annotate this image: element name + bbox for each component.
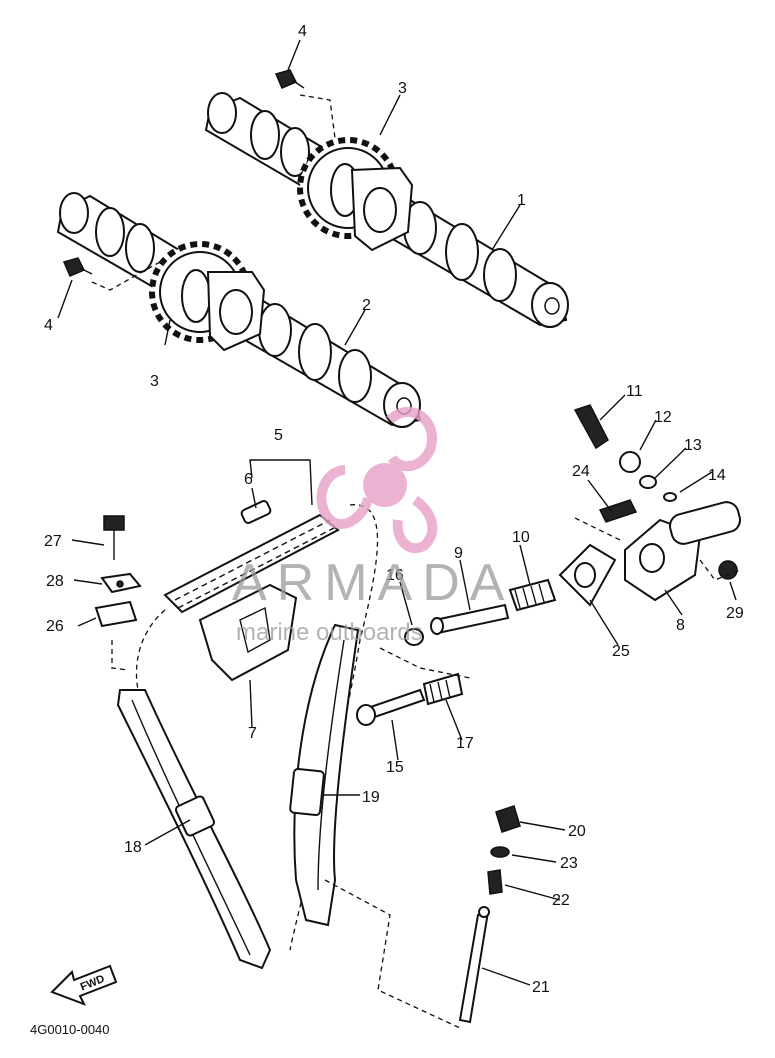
timing-chain [163,500,340,614]
callout-15: 15 [386,759,404,776]
cam-sprocket-upper [297,137,414,252]
cam-sprocket-lower [149,241,266,352]
callout-4-upper: 4 [298,23,307,40]
callout-27: 27 [44,533,62,550]
sprocket-bolt-lower [62,257,161,291]
callout-5: 5 [274,427,283,444]
watermark-tagline: marine outboards [236,619,423,646]
callout-9: 9 [454,545,463,562]
callout-11: 11 [626,383,643,400]
small-washers [404,404,738,646]
sprocket-bolt-upper [274,69,336,139]
propeller-logo-icon [316,407,438,554]
callout-23: 23 [560,855,578,872]
callout-20: 20 [568,823,586,840]
callout-17: 17 [456,735,474,752]
callout-22: 22 [552,892,570,909]
callout-19: 19 [362,789,380,806]
callout-8: 8 [676,617,685,634]
watermark-brand: ARMADA [232,554,514,612]
tensioner-gasket [558,543,617,607]
chain-guide-front [289,623,360,927]
callout-1: 1 [517,192,526,209]
chain-guide-rear [116,689,272,970]
callout-4-lower: 4 [44,317,53,334]
guide-stopper-hardware [94,515,142,628]
callout-2: 2 [362,297,371,314]
callout-3-upper: 3 [398,80,407,97]
callout-leaders [57,39,737,986]
callout-3-lower: 3 [150,373,159,390]
callout-12: 12 [654,409,672,426]
callout-25: 25 [612,643,630,660]
chain-guide-top [198,583,298,682]
watermark: ARMADA marine outboards [232,407,514,646]
callout-6: 6 [244,471,253,488]
callout-24: 24 [572,463,590,480]
callout-7: 7 [248,725,257,742]
callout-28: 28 [46,573,64,590]
callout-21: 21 [532,979,550,996]
callout-18: 18 [124,839,142,856]
tensioner-pushrod [356,672,464,726]
tensioner-body [624,501,741,602]
callout-26: 26 [46,618,64,635]
chain-guide-link-lines [111,640,461,1029]
callout-10: 10 [512,529,530,546]
callout-labels: 1 2 3 3 4 4 5 6 7 8 9 10 11 12 13 14 15 … [44,23,744,996]
callout-29: 29 [726,605,744,622]
callout-16: 16 [386,567,404,584]
diagram-code: 4G0010-0040 [30,1022,110,1037]
tensioner-rod-spring [430,578,557,635]
forward-arrow-icon: FWD [50,964,118,1006]
callout-13: 13 [684,437,702,454]
callout-14: 14 [708,467,726,484]
lower-tensioner-hardware [458,805,521,1024]
